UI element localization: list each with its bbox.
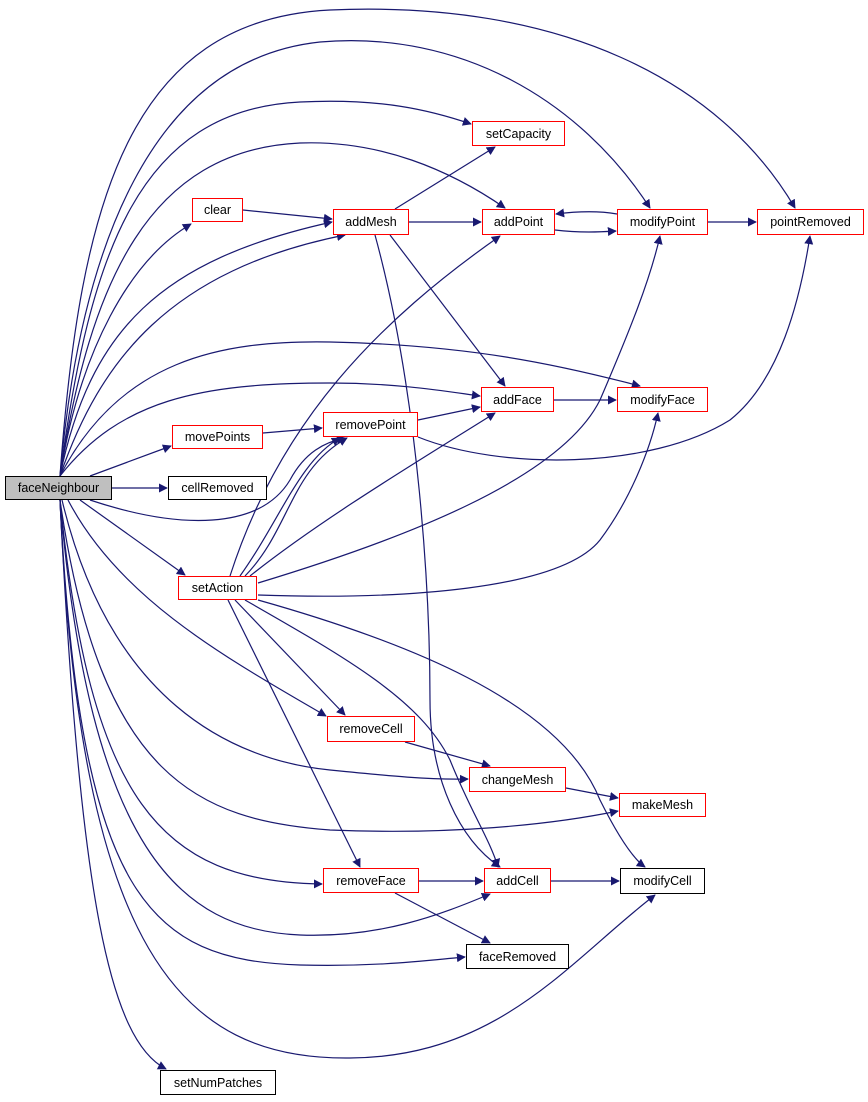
edge-faceNeighbour-to-removeFace [59,499,323,889]
edge-faceNeighbour-to-addMesh [59,219,333,477]
edge-faceNeighbour-to-removePoint [89,435,346,522]
edge-faceNeighbour-to-makeMesh [59,499,619,832]
node-pointRemoved[interactable]: pointRemoved [757,209,864,235]
node-modifyCell[interactable]: modifyCell [620,868,705,894]
node-setAction[interactable]: setAction [178,576,257,600]
edge-setAction-to-removePoint [244,437,348,577]
node-faceNeighbour[interactable]: faceNeighbour [5,476,112,500]
edge-faceNeighbour-to-clear [59,223,192,477]
node-addMesh[interactable]: addMesh [333,209,409,235]
edge-setAction-to-modifyFace [257,412,661,597]
edge-changeMesh-to-makeMesh [565,787,619,801]
edge-setAction-to-removeFace [227,599,361,868]
node-setNumPatches[interactable]: setNumPatches [160,1070,276,1095]
node-modifyFace[interactable]: modifyFace [617,387,708,412]
edge-removeCell-to-changeMesh [404,741,491,769]
node-faceRemoved[interactable]: faceRemoved [466,944,569,969]
edge-faceNeighbour-to-addCell [59,499,491,936]
edge-faceNeighbour-to-addFace [59,382,481,477]
edge-movePoints-to-removePoint [262,424,323,434]
edge-faceNeighbour-to-setAction [79,499,186,576]
edge-removeFace-to-faceRemoved [394,892,491,944]
edge-faceNeighbour-to-modifyPoint [59,40,651,477]
edge-setAction-to-modifyCell [257,599,646,868]
edge-setAction-to-addCell [244,599,501,868]
edge-faceNeighbour-to-setCapacity [59,100,472,477]
edge-setAction-to-removeCell [234,599,346,716]
node-clear[interactable]: clear [192,198,243,222]
edge-clear-to-addMesh [242,209,333,223]
edge-faceNeighbour-to-modifyFace [59,341,641,477]
edge-setAction-to-addFace [249,412,496,577]
edge-removePoint-to-pointRemoved [417,235,814,461]
edge-faceNeighbour-to-removeCell [67,499,327,717]
edge-modifyPoint-to-addPoint [555,208,618,218]
edge-faceNeighbour-to-setNumPatches [59,499,167,1070]
edge-faceNeighbour-to-faceRemoved [59,499,466,966]
node-cellRemoved[interactable]: cellRemoved [168,476,267,500]
node-removeFace[interactable]: removeFace [323,868,419,893]
node-addCell[interactable]: addCell [484,868,551,893]
node-setCapacity[interactable]: setCapacity [472,121,565,146]
node-makeMesh[interactable]: makeMesh [619,793,706,817]
edge-addMesh-to-setCapacity [394,146,496,210]
node-modifyPoint[interactable]: modifyPoint [617,209,708,235]
edge-faceNeighbour-to-addMesh [59,232,346,477]
node-removeCell[interactable]: removeCell [327,716,415,742]
node-movePoints[interactable]: movePoints [172,425,263,449]
edge-setAction-to-modifyPoint [257,235,663,584]
node-removePoint[interactable]: removePoint [323,412,418,437]
edge-addMesh-to-addFace [389,234,506,387]
edge-faceNeighbour-to-changeMesh [61,499,469,784]
edge-removePoint-to-addFace [417,404,481,421]
node-addFace[interactable]: addFace [481,387,554,412]
edge-faceNeighbour-to-pointRemoved [59,8,796,477]
edge-setAction-to-removePoint [239,437,341,577]
edge-setAction-to-addPoint [229,235,501,577]
edge-addPoint-to-modifyPoint [554,227,617,236]
node-addPoint[interactable]: addPoint [482,209,555,235]
edge-faceNeighbour-to-addPoint [59,142,506,477]
edge-addMesh-to-addCell [374,234,501,868]
edge-faceNeighbour-to-modifyCell [59,499,656,1059]
node-changeMesh[interactable]: changeMesh [469,767,566,792]
edge-faceNeighbour-to-movePoints [89,444,172,477]
